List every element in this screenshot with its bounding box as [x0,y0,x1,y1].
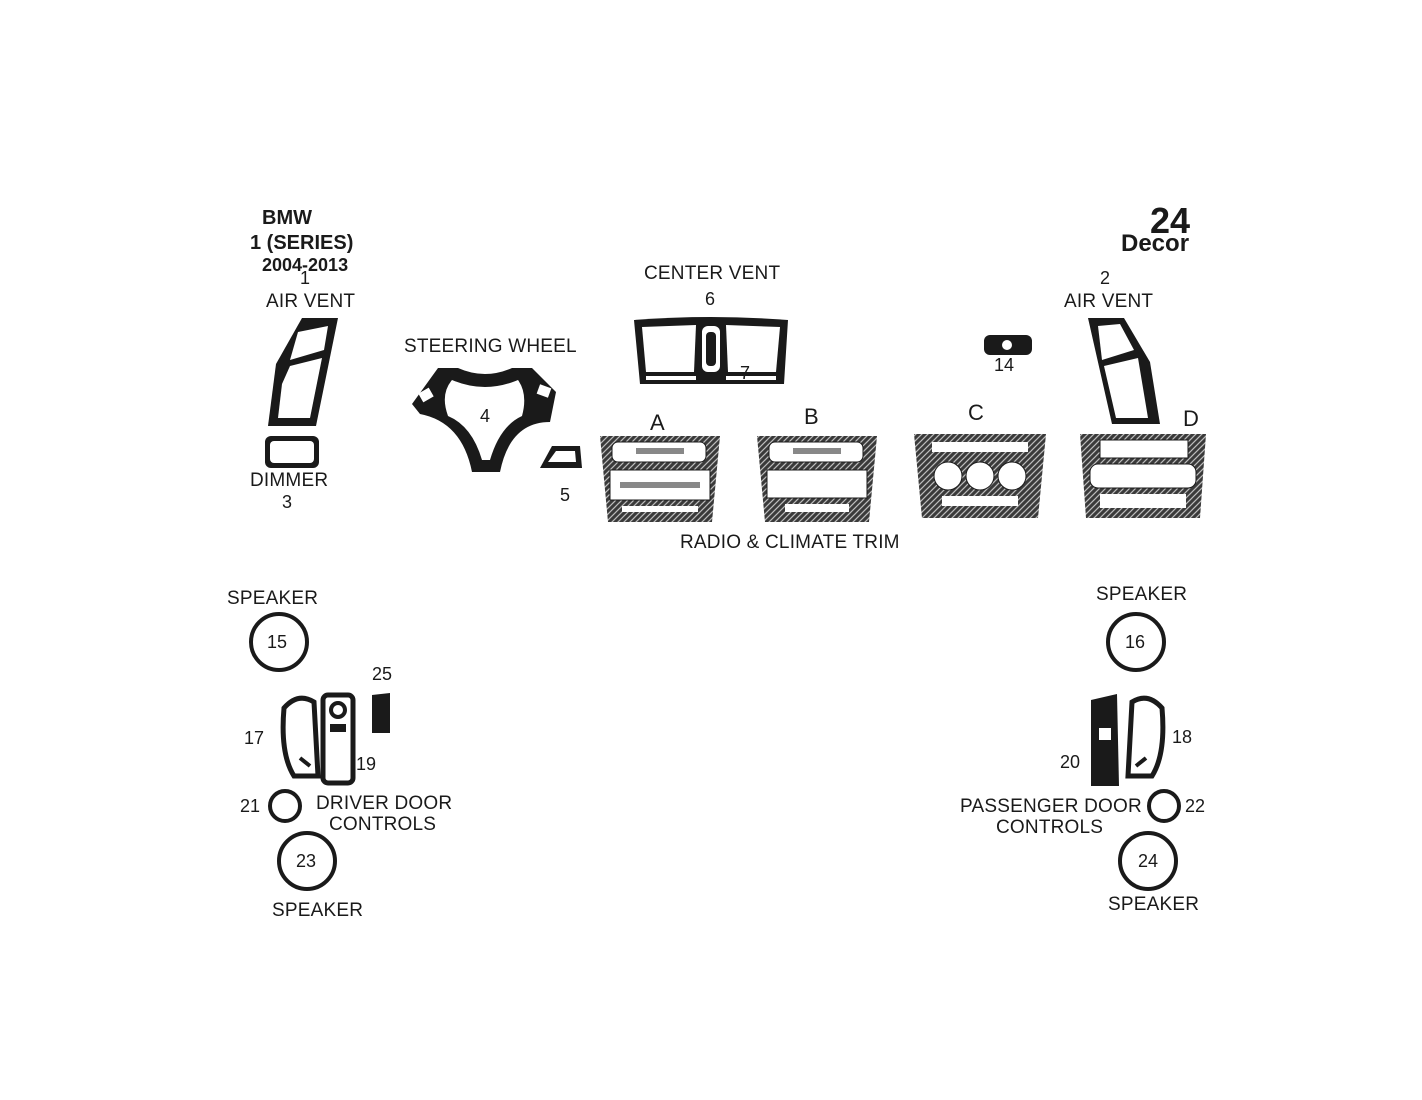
air-vent-left-label: AIR VENT [266,291,356,312]
driver-door-label-1: DRIVER DOOR [316,793,453,814]
piece-14-number: 14 [994,355,1015,375]
air-vent-left-shape [268,318,338,426]
variant-d-letter: D [1183,406,1199,431]
piece-5-shape [540,446,582,468]
trim-variant-b [757,436,877,522]
speaker-24-number: 24 [1138,851,1159,871]
air-vent-left-number: 1 [300,268,311,288]
variant-b-letter: B [804,404,819,429]
piece-18-shape [1125,695,1166,779]
center-vent-shape [634,317,788,384]
piece-25-shape [372,693,390,733]
air-vent-right-label: AIR VENT [1064,291,1154,312]
air-vent-right-number: 2 [1100,268,1111,288]
steering-wheel-shape [412,368,556,472]
center-vent-number: 6 [705,289,716,309]
variant-a-letter: A [650,410,665,435]
brand-number: 24 [1150,200,1191,241]
speaker-23-label: SPEAKER [272,900,364,921]
speaker-23-number: 23 [296,851,317,871]
piece-18-number: 18 [1172,727,1193,747]
piece-17-number: 17 [244,728,265,748]
speaker-16-ring [1106,612,1166,672]
piece-17-shape [280,695,321,779]
speaker-24-ring [1118,831,1178,891]
speaker-15-number: 15 [267,632,288,652]
driver-door-label-2: CONTROLS [329,814,437,835]
dimmer-label: DIMMER [250,470,329,491]
speaker-15-ring [249,612,309,672]
piece-19-shape [320,692,356,786]
dimmer-shape [265,436,319,468]
trim-variant-a [600,436,720,522]
piece-7-number: 7 [740,363,751,383]
piece-20-number: 20 [1060,752,1081,772]
speaker-16-label: SPEAKER [1096,584,1188,605]
variant-c-letter: C [968,400,984,425]
trim-variant-c [914,434,1046,518]
piece-22-ring [1147,789,1181,823]
speaker-16-number: 16 [1125,632,1146,652]
piece-19-number: 19 [356,754,377,774]
dimmer-number: 3 [282,492,293,512]
make-title: BMW [262,207,312,229]
center-vent-label: CENTER VENT [644,263,781,284]
speaker-24-label: SPEAKER [1108,894,1200,915]
piece-20-shape [1091,694,1119,786]
piece-5-number: 5 [560,485,571,505]
brand-word: Decor [1121,230,1190,257]
steering-wheel-number: 4 [480,406,491,426]
piece-22-number: 22 [1185,796,1206,816]
passenger-door-label-1: PASSENGER DOOR [960,796,1142,817]
piece-14-shape [984,335,1032,355]
trim-variant-d [1080,434,1206,518]
piece-25-number: 25 [372,664,393,684]
piece-21-ring [268,789,302,823]
steering-wheel-label: STEERING WHEEL [404,336,577,357]
years-title: 2004-2013 [262,255,349,275]
piece-21-number: 21 [240,796,261,816]
speaker-15-label: SPEAKER [227,588,319,609]
passenger-door-label-2: CONTROLS [996,817,1104,838]
air-vent-right-shape [1088,318,1160,424]
speaker-23-ring [277,831,337,891]
model-title: 1 (SERIES) [250,232,354,254]
radio-climate-label: RADIO & CLIMATE TRIM [680,532,900,553]
